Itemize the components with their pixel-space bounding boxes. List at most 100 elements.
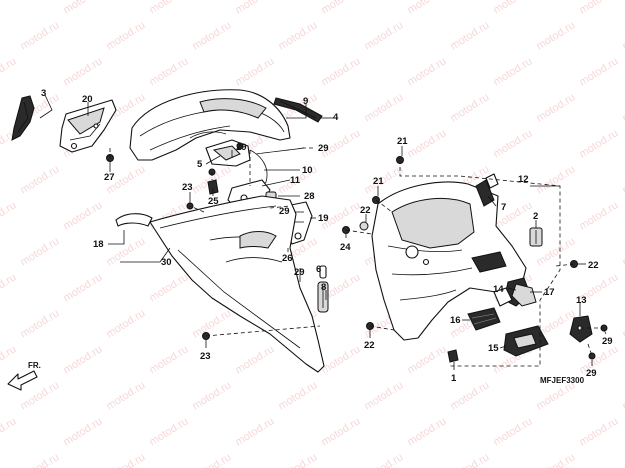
part-16-pad bbox=[467, 307, 501, 331]
watermark-text: motod.ru bbox=[491, 0, 534, 17]
watermark-text: motod.ru bbox=[147, 415, 190, 448]
watermark-text: motod.ru bbox=[534, 91, 577, 124]
part-29-screw-right-b bbox=[588, 352, 596, 360]
callout-7: 7 bbox=[501, 202, 506, 213]
watermark-text: motod.ru bbox=[276, 19, 319, 52]
wiring-harness-loop bbox=[189, 131, 305, 191]
watermark-text: motod.ru bbox=[577, 0, 620, 17]
callout-14: 14 bbox=[493, 284, 504, 295]
callout-11: 11 bbox=[290, 175, 301, 186]
watermark-text: motod.ru bbox=[620, 91, 625, 124]
callout-3: 3 bbox=[41, 88, 46, 99]
watermark-text: motod.ru bbox=[405, 127, 448, 160]
watermark-text: motod.ru bbox=[104, 307, 147, 340]
watermark-text: motod.ru bbox=[18, 451, 61, 468]
watermark-text: motod.ru bbox=[18, 163, 61, 196]
watermark-text: motod.ru bbox=[147, 271, 190, 304]
watermark-text: motod.ru bbox=[0, 343, 18, 376]
callout-18: 18 bbox=[93, 239, 104, 250]
callout-21: 21 bbox=[397, 136, 408, 147]
callout-29: 29 bbox=[294, 267, 305, 278]
watermark-text: motod.ru bbox=[577, 199, 620, 232]
part-9-trim-strip bbox=[273, 97, 323, 123]
watermark-text: motod.ru bbox=[233, 55, 276, 88]
upper-cowl-part-4 bbox=[129, 89, 291, 161]
callout-12: 12 bbox=[518, 174, 529, 185]
leader-lines bbox=[39, 94, 607, 370]
watermark-text: motod.ru bbox=[319, 55, 362, 88]
part-6-grommet-rod bbox=[317, 281, 329, 313]
diagram-code: MFJEF3300 bbox=[540, 376, 585, 385]
watermark-text: motod.ru bbox=[577, 55, 620, 88]
watermark-text: motod.ru bbox=[319, 0, 362, 17]
watermark-text: motod.ru bbox=[362, 19, 405, 52]
watermark-text: motod.ru bbox=[104, 19, 147, 52]
watermark-text: motod.ru bbox=[18, 235, 61, 268]
watermark-text: motod.ru bbox=[104, 235, 147, 268]
watermark-text: motod.ru bbox=[18, 379, 61, 412]
callout-6: 6 bbox=[316, 264, 321, 275]
front-direction-label: FR. bbox=[28, 361, 41, 370]
watermark-text: motod.ru bbox=[448, 451, 491, 468]
watermark-text: motod.ru bbox=[534, 19, 577, 52]
callout-25: 25 bbox=[208, 196, 219, 207]
watermark-text: motod.ru bbox=[0, 55, 18, 88]
watermark-text: motod.ru bbox=[18, 19, 61, 52]
watermark-text: motod.ru bbox=[61, 415, 104, 448]
callout-9: 9 bbox=[303, 96, 308, 107]
part-20-inner-bracket bbox=[59, 99, 117, 153]
watermark-text: motod.ru bbox=[0, 271, 18, 304]
watermark-text: motod.ru bbox=[362, 91, 405, 124]
watermark-text: motod.ru bbox=[534, 163, 577, 196]
watermark-text: motod.ru bbox=[104, 379, 147, 412]
callout-27: 27 bbox=[104, 172, 115, 183]
callout-24: 24 bbox=[340, 242, 351, 253]
callout-2: 2 bbox=[533, 211, 538, 222]
watermark-text: motod.ru bbox=[534, 451, 577, 468]
callout-22: 22 bbox=[364, 340, 375, 351]
callout-20: 20 bbox=[82, 94, 93, 105]
watermark-text: motod.ru bbox=[61, 271, 104, 304]
part-14-seal bbox=[511, 283, 537, 307]
part-7-hose bbox=[475, 173, 499, 207]
part-22-collar bbox=[359, 221, 369, 231]
watermark-text: motod.ru bbox=[190, 379, 233, 412]
callout-labels: 3 20 27 9 4 29 5 29 10 11 23 25 28 29 19… bbox=[41, 88, 613, 384]
callout-13: 13 bbox=[576, 295, 587, 306]
callout-22: 22 bbox=[588, 260, 599, 271]
watermark-text: motod.ru bbox=[448, 19, 491, 52]
watermark-text: motod.ru bbox=[491, 55, 534, 88]
watermark-text: motod.ru bbox=[233, 343, 276, 376]
watermark-text: motod.ru bbox=[147, 0, 190, 17]
callout-5: 5 bbox=[197, 159, 203, 170]
watermark-text: motod.ru bbox=[18, 307, 61, 340]
callout-19: 19 bbox=[318, 213, 329, 224]
callout-1: 1 bbox=[451, 373, 457, 384]
part-25-clip bbox=[207, 168, 219, 195]
callout-29: 29 bbox=[236, 142, 247, 153]
assembly-dashed-lines bbox=[109, 147, 604, 367]
watermark-text: motod.ru bbox=[448, 91, 491, 124]
callout-21: 21 bbox=[373, 176, 384, 187]
part-3-stay-bracket bbox=[11, 95, 35, 141]
watermark-text: motod.ru bbox=[362, 379, 405, 412]
watermark-text: motod.ru bbox=[620, 163, 625, 196]
watermark-text: motod.ru bbox=[620, 235, 625, 268]
callout-16: 16 bbox=[450, 315, 461, 326]
watermark-text: motod.ru bbox=[190, 307, 233, 340]
watermark-text: motod.ru bbox=[190, 19, 233, 52]
watermark-text: motod.ru bbox=[577, 343, 620, 376]
callout-28: 28 bbox=[304, 191, 315, 202]
part-18-small-cover bbox=[115, 213, 153, 227]
callout-10: 10 bbox=[302, 165, 313, 176]
part-15-pad bbox=[503, 325, 549, 357]
watermark-text: motod.ru bbox=[577, 127, 620, 160]
part-1-clip bbox=[447, 349, 459, 363]
watermark-text: motod.ru bbox=[491, 415, 534, 448]
watermark-text: motod.ru bbox=[405, 343, 448, 376]
watermark-text: motod.ru bbox=[147, 55, 190, 88]
watermark-text: motod.ru bbox=[405, 55, 448, 88]
watermark-text: motod.ru bbox=[319, 343, 362, 376]
